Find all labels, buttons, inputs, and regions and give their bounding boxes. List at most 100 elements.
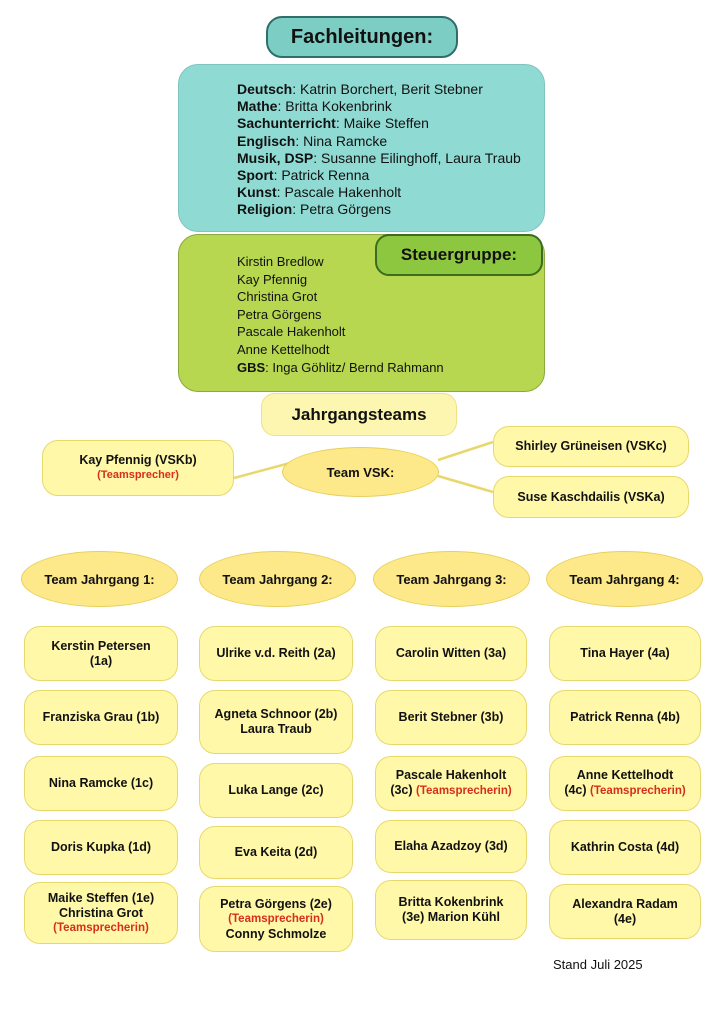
class-code: (4c) [564,783,587,797]
connector-right-top [437,440,494,462]
fach-subject: Sport [237,167,274,184]
class-box-2c: Luka Lange (2c) [199,763,353,818]
class-line: Patrick Renna (4b) [570,710,680,724]
class-box-4c: Anne Kettelhodt (4c) (Teamsprecherin) [549,756,701,811]
vsk-left-box: Kay Pfennig (VSKb) (Teamsprecher) [42,440,234,496]
connector-left [233,461,291,480]
vsk-right-bottom-box: Suse Kaschdailis (VSKa) [493,476,689,518]
class-line: (4e) [613,911,637,926]
fach-row: Englisch: Nina Ramcke [237,133,544,150]
team-jahrgang-2-oval: Team Jahrgang 2: [199,551,356,607]
gbs-label: GBS [237,359,266,375]
fach-subject: Kunst [237,184,277,201]
team-jahrgang-1-oval: Team Jahrgang 1: [21,551,178,607]
vsk-right-top-box: Shirley Grüneisen (VSKc) [493,426,689,467]
class-line: Elaha Azadzoy (3d) [394,839,508,853]
class-line-4c: (4c) (Teamsprecherin) [564,783,685,799]
steuer-member: Christina Grot [237,289,318,305]
class-line-3c: (3c) (Teamsprecherin) [390,783,511,799]
class-line: Carolin Witten (3a) [395,646,507,660]
class-line: Berit Stebner (3b) [398,710,504,724]
fach-row: Mathe: Britta Kokenbrink [237,98,544,115]
class-line: Pascale Hakenholt [395,768,507,782]
class-line: Ulrike v.d. Reith (2a) [216,646,336,660]
fach-row: Sport: Patrick Renna [237,167,544,184]
steuer-member: Kay Pfennig [237,271,308,287]
fachleitungen-box: Deutsch: Katrin Borchert, Berit Stebner … [178,64,545,232]
connector-right-bottom [437,474,494,494]
fach-row: Deutsch: Katrin Borchert, Berit Stebner [237,81,544,98]
class-box-3d: Elaha Azadzoy (3d) [375,820,527,873]
steuer-member: Petra Görgens [237,306,322,322]
class-box-3e: Britta Kokenbrink (3e) Marion Kühl [375,880,527,940]
class-line: Nina Ramcke (1c) [48,776,154,790]
fach-subject: Englisch [237,132,296,149]
fach-names: : Patrick Renna [273,167,370,184]
class-box-1a: Kerstin Petersen (1a) [24,626,178,681]
class-line: Luka Lange (2c) [228,783,324,797]
fach-subject: Sachunterricht [237,115,336,132]
class-box-4d: Kathrin Costa (4d) [549,820,701,875]
fach-names: : Pascale Hakenholt [276,184,402,201]
fach-row: Kunst: Pascale Hakenholt [237,184,544,201]
teamsprecherin-label: (Teamsprecherin) [416,785,512,797]
vsk-left-name: Kay Pfennig (VSKb) [79,453,197,467]
stand-date: Stand Juli 2025 [553,957,643,972]
class-box-2d: Eva Keita (2d) [199,826,353,879]
class-box-1b: Franziska Grau (1b) [24,690,178,745]
fach-names: : Susanne Eilinghoff, Laura Traub [313,149,521,166]
class-line: Maike Steffen (1e) [47,890,155,905]
class-code: (3c) [390,783,413,797]
steuer-member: Kirstin Bredlow [237,254,324,269]
class-line: Agneta Schnoor (2b) [214,707,338,721]
steuer-member: Anne Kettelhodt [237,341,330,357]
class-line: Kathrin Costa (4d) [570,840,680,854]
class-line: Britta Kokenbrink [398,895,504,909]
class-box-1d: Doris Kupka (1d) [24,820,178,875]
fach-names: : Petra Görgens [292,201,392,218]
fach-subject: Deutsch [237,81,293,97]
class-box-2e: Petra Görgens (2e) (Teamsprecherin) Conn… [199,886,353,952]
teamsprecherin-label: (Teamsprecherin) [53,921,149,934]
gbs-names: : Inga Göhlitz/ Bernd Rahmann [265,359,444,375]
class-box-3b: Berit Stebner (3b) [375,690,527,745]
class-box-2b: Agneta Schnoor (2b) Laura Traub [199,690,353,754]
team-vsk-oval: Team VSK: [282,447,439,497]
fach-names: : Nina Ramcke [295,132,388,149]
jahrgangsteams-title: Jahrgangsteams [261,393,457,436]
fach-subject: Religion [237,201,293,218]
fach-subject: Mathe [237,98,278,115]
fachleitungen-title: Fachleitungen: [266,16,458,58]
fach-names: : Katrin Borchert, Berit Stebner [292,81,483,97]
teamsprecherin-label: (Teamsprecherin) [590,785,686,797]
steuer-member: Pascale Hakenholt [237,324,346,340]
steuergruppe-title: Steuergruppe: [375,234,543,276]
class-box-4b: Patrick Renna (4b) [549,690,701,745]
class-box-3c: Pascale Hakenholt (3c) (Teamsprecherin) [375,756,527,811]
teamsprecherin-label: (Teamsprecherin) [228,912,324,925]
class-box-1e: Maike Steffen (1e) Christina Grot (Teams… [24,882,178,944]
class-box-3a: Carolin Witten (3a) [375,626,527,681]
fach-row: Sachunterricht: Maike Steffen [237,115,544,132]
class-line: Petra Görgens (2e) [220,896,332,911]
steuer-gbs: GBS: Inga Göhlitz/ Bernd Rahmann [237,359,544,377]
class-line: Eva Keita (2d) [234,845,318,859]
class-line: (3e) Marion Kühl [402,910,500,924]
fach-names: : Maike Steffen [335,115,429,132]
class-box-2a: Ulrike v.d. Reith (2a) [199,626,353,681]
class-line: Tina Hayer (4a) [580,646,670,660]
class-line: Anne Kettelhodt [576,768,674,782]
fach-names: : Britta Kokenbrink [277,98,392,115]
fach-row: Religion: Petra Görgens [237,201,544,218]
fach-row: Musik, DSP: Susanne Eilinghoff, Laura Tr… [237,150,544,167]
class-line: Franziska Grau (1b) [42,710,160,724]
class-box-1c: Nina Ramcke (1c) [24,756,178,811]
vsk-left-role: (Teamsprecher) [97,469,179,481]
class-box-4e: Alexandra Radam (4e) [549,884,701,939]
team-jahrgang-3-oval: Team Jahrgang 3: [373,551,530,607]
class-line: (1a) [89,653,113,668]
class-box-4a: Tina Hayer (4a) [549,626,701,681]
class-line: Doris Kupka (1d) [50,840,151,854]
class-line: Christina Grot [58,905,144,920]
